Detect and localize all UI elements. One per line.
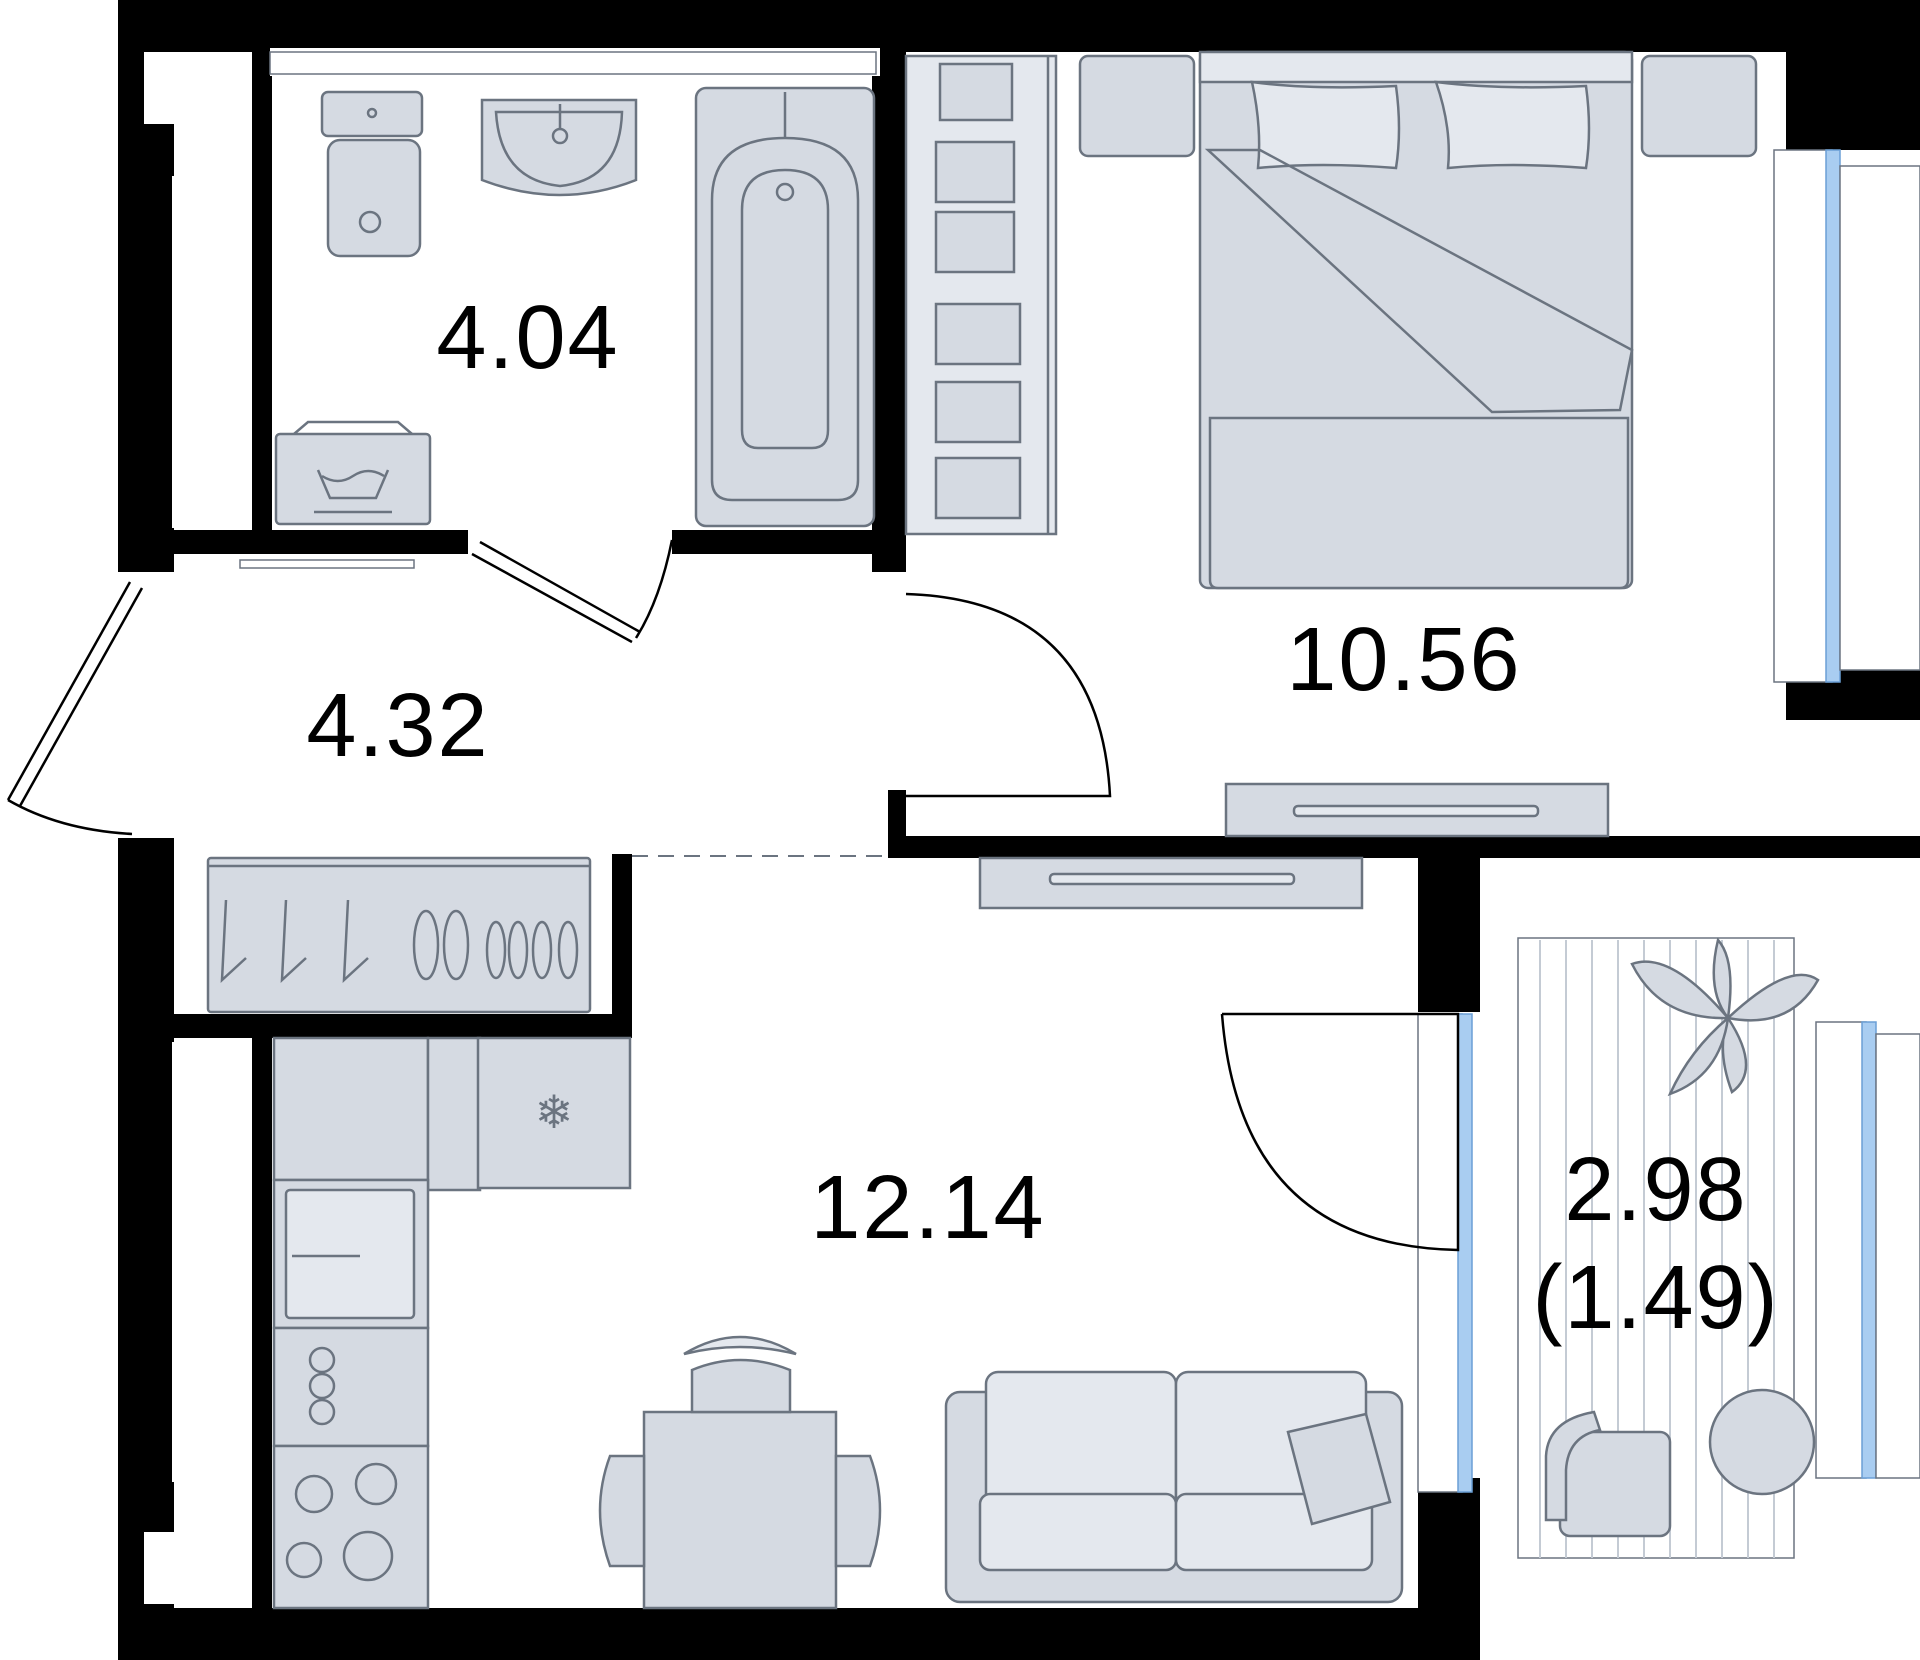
doors — [6, 539, 1460, 1252]
bedside-table-right — [1640, 54, 1758, 158]
balcony-table — [1708, 1388, 1816, 1496]
toilet — [320, 90, 424, 138]
tv-stand-bedroom — [1224, 782, 1610, 838]
dishwasher — [272, 1326, 430, 1448]
balcony-reduced-area-label: (1.49) — [1532, 1248, 1779, 1348]
living-furniture: ❄ — [272, 856, 1404, 1610]
kitchen-cabinet-top — [272, 1036, 430, 1182]
bathroom-area-label: 4.04 — [436, 288, 619, 388]
chair-left — [598, 1454, 646, 1568]
bedroom-wardrobe — [904, 54, 1058, 536]
entrance-door — [6, 581, 132, 801]
chair-right — [834, 1454, 882, 1568]
washing-machine — [274, 432, 432, 526]
plant — [1630, 937, 1820, 1097]
chair-top — [690, 1358, 792, 1414]
bathroom-door — [479, 540, 641, 634]
bathroom-furniture — [274, 86, 876, 528]
bathtub — [694, 86, 876, 528]
dining-table — [642, 1410, 838, 1610]
hallway-area-label: 4.32 — [306, 676, 489, 776]
hall-wardrobe — [206, 856, 592, 1014]
pillow-right — [1434, 80, 1591, 170]
snowflake-icon: ❄ — [535, 1085, 574, 1139]
pillow-left — [1250, 80, 1401, 170]
bedside-table-left — [1078, 54, 1196, 158]
bedroom-area-label: 10.56 — [1286, 610, 1521, 710]
balcony-door — [1220, 1012, 1460, 1252]
hallway-elements — [206, 559, 888, 1014]
balcony-area-label: 2.98 — [1564, 1140, 1747, 1240]
area-labels: 4.04 4.32 10.56 12.14 2.98 (1.49) — [306, 288, 1779, 1348]
balcony — [1517, 937, 1820, 1559]
cushion — [1286, 1412, 1392, 1526]
fridge — [476, 1036, 632, 1190]
bedroom-door — [905, 592, 1112, 798]
balcony-chair — [1558, 1430, 1672, 1538]
living-kitchen-area-label: 12.14 — [810, 1158, 1045, 1258]
windows — [269, 51, 1920, 1493]
stove — [272, 1444, 430, 1610]
bedroom-furniture — [904, 50, 1758, 838]
